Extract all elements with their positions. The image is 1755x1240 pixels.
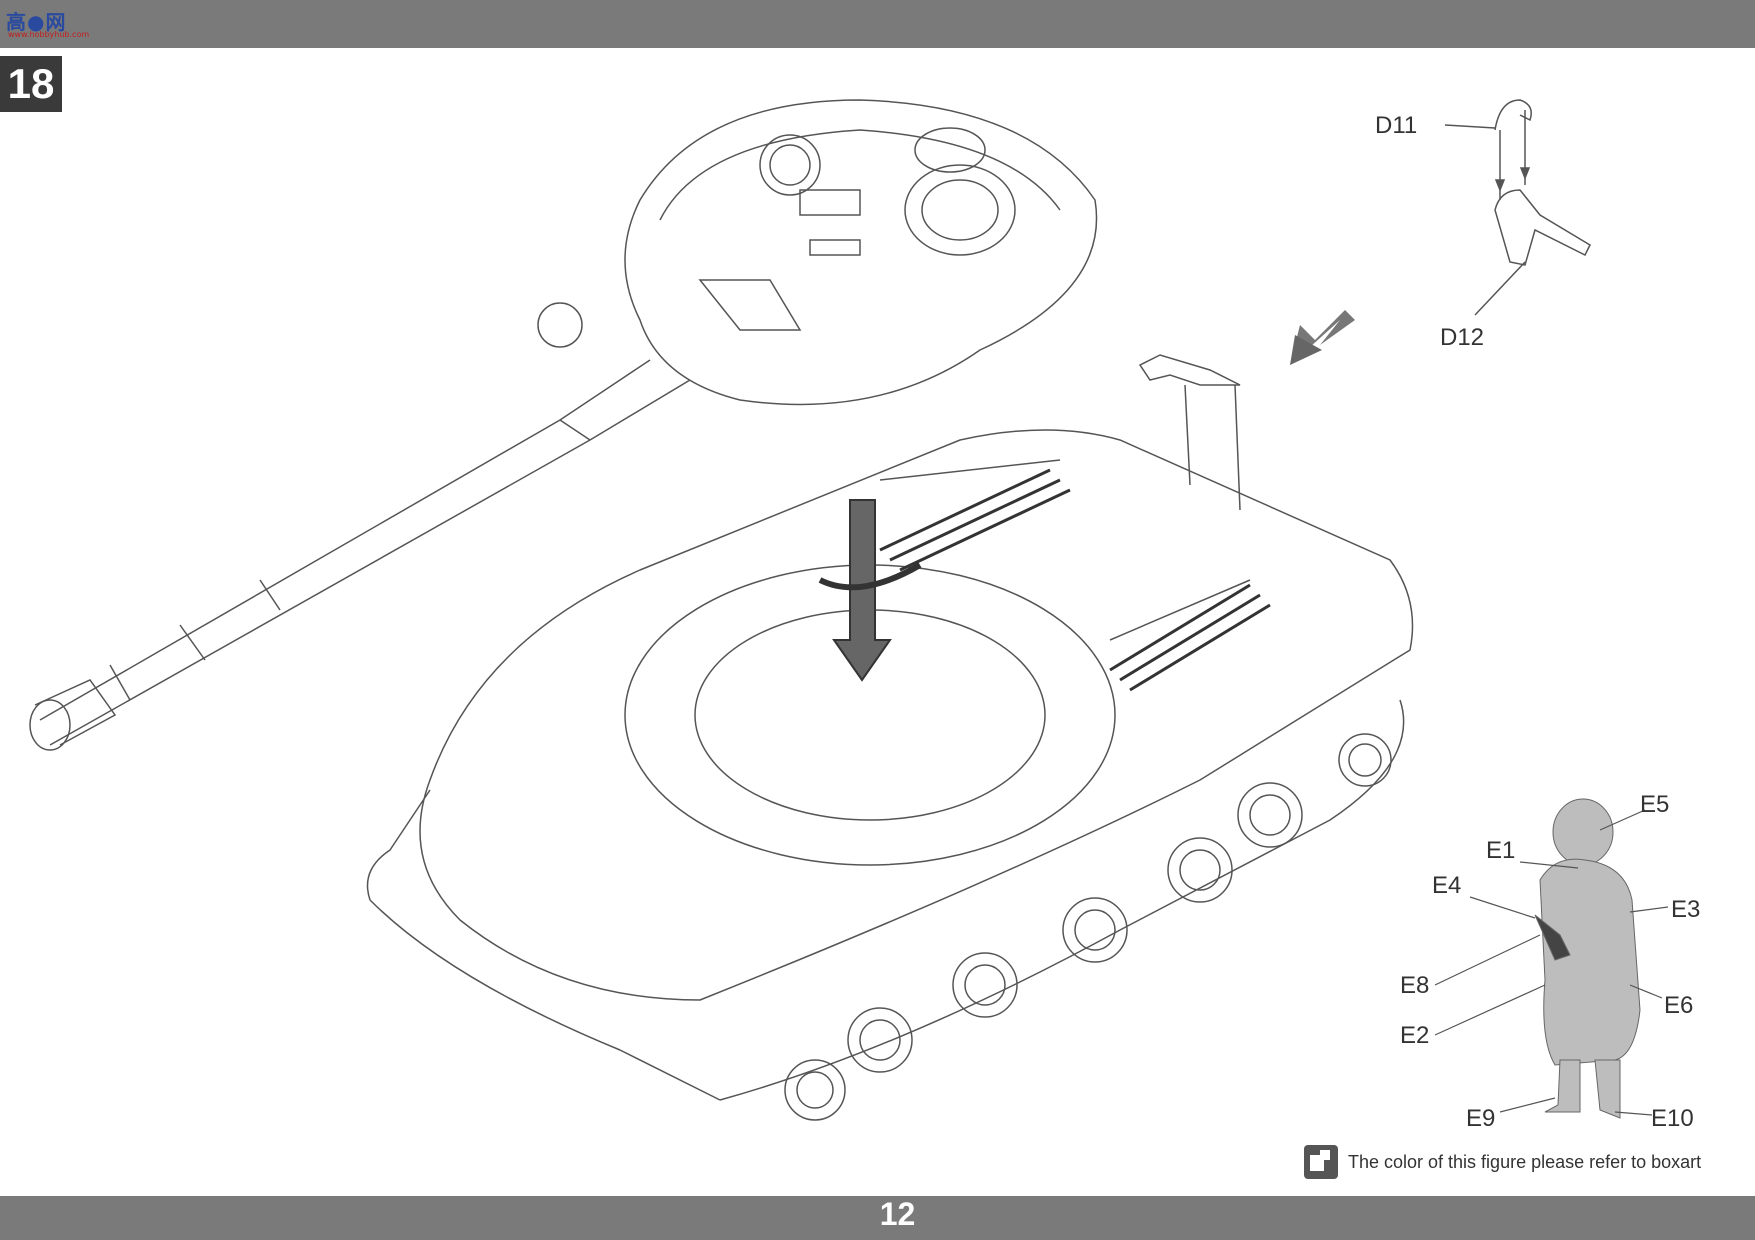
part-label-e8: E8 bbox=[1400, 972, 1430, 999]
part-label-e4: E4 bbox=[1432, 872, 1462, 899]
bottom-bar bbox=[0, 1196, 1755, 1240]
paint-color-icon bbox=[1304, 1145, 1338, 1179]
color-note-text: The color of this figure please refer to… bbox=[1348, 1151, 1702, 1172]
page-number: 12 bbox=[879, 1196, 916, 1232]
part-label-e6: E6 bbox=[1664, 992, 1694, 1019]
install-arrow-icon bbox=[818, 499, 922, 682]
figure-leader-lines bbox=[1434, 809, 1669, 1116]
step-number: 18 bbox=[0, 56, 62, 112]
part-label-e2: E2 bbox=[1400, 1022, 1430, 1049]
part-d11-d12-drawing bbox=[1444, 99, 1591, 316]
part-label-d12: D12 bbox=[1440, 324, 1485, 351]
figure-soldier-drawing bbox=[1534, 798, 1641, 1119]
logo-text: 高●网 bbox=[6, 10, 67, 34]
deck-parts-drawing bbox=[1138, 354, 1241, 511]
color-note: The color of this figure please refer to… bbox=[1304, 1144, 1701, 1180]
part-label-d11: D11 bbox=[1375, 112, 1418, 139]
part-label-e5: E5 bbox=[1640, 791, 1670, 818]
part-label-e10: E10 bbox=[1651, 1105, 1694, 1132]
top-bar bbox=[0, 0, 1755, 48]
part-label-e1: E1 bbox=[1486, 837, 1516, 864]
part-label-e9: E9 bbox=[1466, 1105, 1496, 1132]
hull-drawing bbox=[366, 429, 1414, 1121]
gun-barrel-drawing bbox=[29, 359, 691, 751]
turret-drawing bbox=[537, 99, 1098, 406]
direction-arrow-icon bbox=[1290, 310, 1355, 365]
engine-grille-drawing bbox=[879, 468, 1271, 692]
part-arrows bbox=[1494, 167, 1531, 193]
part-label-e3: E3 bbox=[1671, 896, 1701, 923]
site-logo: 高●网 www.hobbyhub.com bbox=[6, 6, 89, 40]
logo-url: www.hobbyhub.com bbox=[8, 30, 90, 39]
